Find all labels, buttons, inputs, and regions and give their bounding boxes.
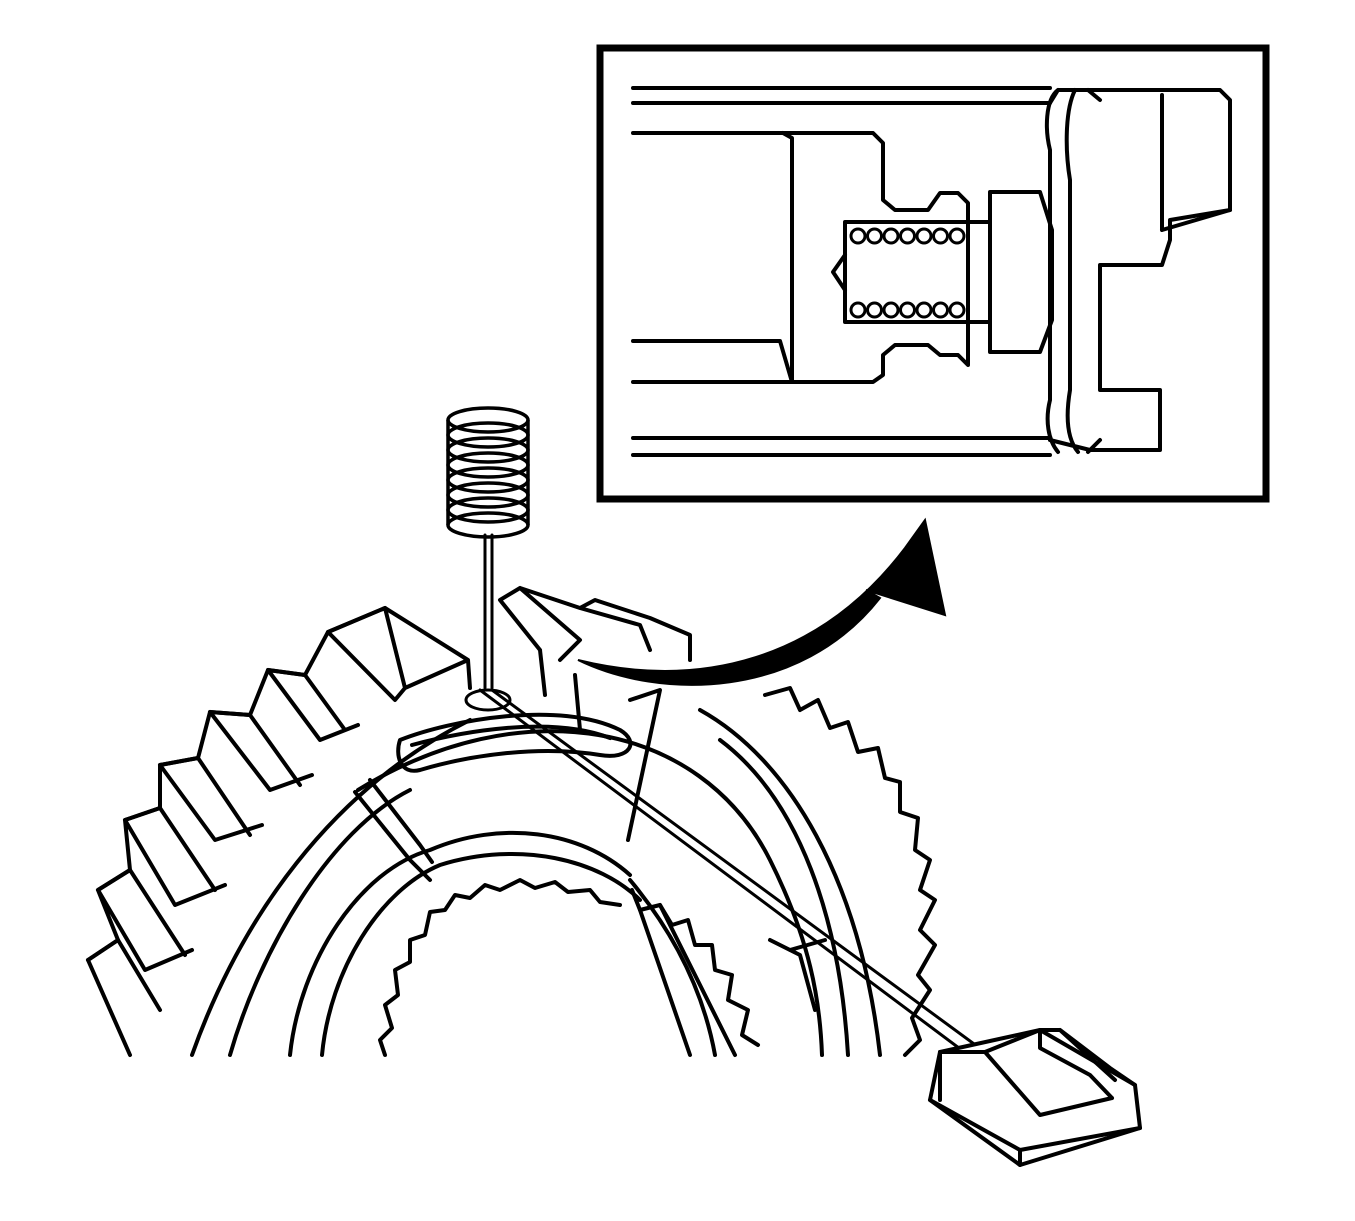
inset-coil bbox=[849, 227, 867, 245]
hub-inner-ring bbox=[320, 852, 642, 1057]
hub-splined-bore bbox=[378, 878, 622, 1057]
hub-key-slot-wall bbox=[573, 673, 662, 842]
inset-sleeve-notch bbox=[1160, 93, 1232, 232]
inset-spring-coils bbox=[849, 227, 966, 319]
hub-bore-right bbox=[628, 878, 717, 1057]
inset-coil bbox=[899, 301, 916, 319]
spring-leader-line bbox=[483, 533, 494, 690]
key-side bbox=[928, 1050, 1142, 1167]
clutch-gear-rim bbox=[698, 708, 882, 1057]
spring-seat-bore bbox=[464, 688, 512, 712]
spring-coil bbox=[446, 421, 530, 449]
inset-coil bbox=[948, 227, 966, 245]
detent-spring bbox=[446, 406, 530, 539]
key-leader-line bbox=[478, 688, 987, 1062]
sleeve-inner-rim bbox=[228, 788, 412, 1057]
spring-coil bbox=[446, 436, 530, 464]
spring-coil bbox=[446, 496, 530, 524]
sleeve-outer-rim bbox=[190, 718, 472, 1057]
hub-key-slot bbox=[396, 712, 633, 773]
synchronizer-hub-and-sleeve bbox=[86, 586, 937, 1057]
hub-middle-ring bbox=[288, 830, 632, 1057]
callout-arrow bbox=[577, 517, 947, 686]
inset-top-rail bbox=[631, 86, 1052, 105]
inset-coil bbox=[915, 227, 933, 245]
hub-outer-ring bbox=[356, 729, 824, 1057]
inset-coil bbox=[866, 227, 883, 245]
inset-coil bbox=[915, 301, 933, 319]
spring-coil bbox=[446, 481, 530, 509]
inset-coil bbox=[948, 301, 966, 319]
spring-coil bbox=[446, 451, 530, 479]
key-groove bbox=[938, 1028, 1137, 1117]
inset-coil bbox=[932, 301, 949, 319]
inset-bottom-rail bbox=[631, 436, 1052, 457]
sleeve-key-slot bbox=[353, 778, 434, 882]
clutch-gear-splines-back bbox=[638, 903, 737, 1057]
hub-upper-key-seat bbox=[498, 586, 692, 697]
clutch-gear-teeth bbox=[763, 686, 937, 1057]
inset-sleeve-profile bbox=[1044, 88, 1232, 454]
inset-shaft-edge bbox=[631, 131, 794, 384]
inset-frame bbox=[596, 44, 1270, 503]
inset-coil bbox=[882, 301, 900, 319]
sleeve-outer-teeth bbox=[86, 606, 472, 1057]
clutch-gear-inner bbox=[718, 738, 850, 1057]
inset-detail-view bbox=[596, 44, 1270, 503]
clutch-gear-splines bbox=[630, 888, 760, 1047]
spring-outline bbox=[446, 420, 530, 525]
spring-coil bbox=[446, 466, 530, 494]
inset-coil bbox=[899, 227, 916, 245]
inset-coil bbox=[932, 227, 949, 245]
synchronizer-key bbox=[928, 1028, 1142, 1167]
inset-detent-block bbox=[988, 190, 1054, 354]
spring-coil bbox=[446, 511, 530, 539]
spring-coil bbox=[446, 406, 530, 434]
sleeve-tooth-faces bbox=[86, 606, 387, 962]
inset-coil bbox=[882, 227, 900, 245]
inset-spring-bore bbox=[831, 220, 992, 324]
inset-coil bbox=[849, 301, 867, 319]
inset-shaft-body bbox=[631, 131, 970, 384]
detent-spring-coils bbox=[446, 406, 530, 539]
inset-coil bbox=[866, 301, 883, 319]
